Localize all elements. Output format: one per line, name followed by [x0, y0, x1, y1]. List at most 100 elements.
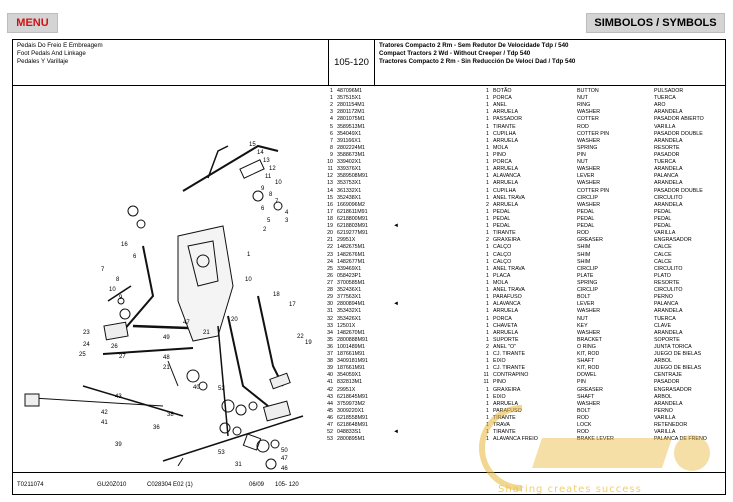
part-number: 339469X1	[337, 265, 362, 272]
part-desc-pt: PARAFUSO	[493, 407, 522, 414]
part-quantity: 1	[486, 137, 489, 144]
svg-text:5: 5	[267, 218, 271, 224]
part-desc-en: SHIM	[577, 258, 591, 265]
part-desc-pt: PARAFUSO	[493, 294, 522, 301]
part-index: 29	[327, 294, 333, 301]
part-desc-en: PEDAL	[577, 215, 595, 222]
part-desc-es: PALANCA	[654, 173, 679, 180]
part-quantity: 1	[486, 308, 489, 315]
part-quantity: 1	[486, 329, 489, 336]
part-quantity: 1	[486, 123, 489, 130]
part-quantity: 1	[486, 315, 489, 322]
svg-text:16: 16	[121, 242, 128, 248]
part-desc-es: PASADOR DOUBLE	[654, 187, 703, 194]
part-desc-es: ARANDELA	[654, 166, 683, 173]
part-number: 058423P1	[337, 272, 362, 279]
part-desc-es: ENGRASADOR	[654, 386, 692, 393]
part-quantity: 1	[486, 208, 489, 215]
part-desc-en: NUT	[577, 159, 588, 166]
part-quantity: 1	[486, 287, 489, 294]
part-index: 20	[327, 230, 333, 237]
part-desc-es: PEDAL	[654, 223, 672, 230]
svg-text:8: 8	[116, 277, 120, 283]
part-quantity: 1	[486, 365, 489, 372]
parts-sheet: Pedais Do Freio E Embreagem Foot Pedals …	[12, 39, 726, 502]
part-desc-es: JUNTA TORICA	[654, 343, 692, 350]
svg-text:11: 11	[265, 174, 272, 180]
part-index: 32	[327, 315, 333, 322]
menu-button[interactable]: MENU	[7, 13, 58, 33]
part-desc-es: ENGRASADOR	[654, 237, 692, 244]
footer-page: 105- 120	[275, 482, 299, 488]
part-desc-en: SPRING	[577, 279, 598, 286]
part-desc-pt: PLACA	[493, 272, 511, 279]
part-index: 30	[327, 301, 333, 308]
svg-text:15: 15	[249, 142, 256, 148]
part-number: 3589513M1	[337, 123, 365, 130]
part-desc-es: VARILLA	[654, 230, 676, 237]
part-desc-en: LOCK	[577, 422, 592, 429]
part-desc-en: BUTTON	[577, 88, 599, 94]
part-quantity: 1	[486, 180, 489, 187]
part-desc-pt: CJ. TIRANTE	[493, 351, 525, 358]
symbols-button[interactable]: SIMBOLOS / SYMBOLS	[586, 13, 725, 33]
part-index: 13	[327, 180, 333, 187]
svg-text:20: 20	[231, 317, 238, 323]
svg-text:10: 10	[245, 277, 252, 283]
svg-text:10: 10	[275, 180, 282, 186]
part-desc-es: RESORTE	[654, 144, 680, 151]
part-quantity: 1	[486, 336, 489, 343]
part-desc-pt: PINO	[493, 151, 506, 158]
part-quantity: 1	[486, 130, 489, 137]
section-title-block: Pedais Do Freio E Embreagem Foot Pedals …	[13, 40, 329, 86]
part-desc-pt: ARRUELA	[493, 329, 519, 336]
part-index: 1	[330, 88, 333, 94]
part-number: 1482675M1	[337, 244, 365, 251]
part-desc-pt: PORCA	[493, 159, 512, 166]
svg-text:13: 13	[263, 158, 270, 164]
part-desc-es: RESORTE	[654, 279, 680, 286]
change-marker: ◄	[393, 301, 399, 308]
svg-text:1: 1	[247, 252, 251, 258]
part-desc-pt: SUPORTE	[493, 336, 519, 343]
svg-text:18: 18	[273, 292, 280, 298]
part-quantity: 1	[486, 301, 489, 308]
part-desc-en: DOWEL	[577, 372, 597, 379]
svg-text:52: 52	[218, 386, 225, 392]
part-desc-pt: TIRANTE	[493, 415, 516, 422]
svg-text:4: 4	[285, 210, 289, 216]
part-desc-en: SHAFT	[577, 358, 595, 365]
part-index: 9	[330, 151, 333, 158]
part-desc-en: GREASER	[577, 386, 603, 393]
part-number: 3409181M91	[337, 358, 368, 365]
part-desc-en: WASHER	[577, 137, 601, 144]
part-number: 832813M1	[337, 379, 363, 386]
svg-text:14: 14	[257, 150, 264, 156]
part-desc-es: PLATO	[654, 272, 671, 279]
part-quantity: 1	[486, 251, 489, 258]
part-index: 52	[327, 429, 333, 436]
part-index: 33	[327, 322, 333, 329]
part-quantity: 1	[486, 244, 489, 251]
part-desc-en: SHAFT	[577, 393, 595, 400]
part-desc-pt: MOLA	[493, 144, 509, 151]
part-desc-es: ARANDELA	[654, 308, 683, 315]
part-number: 3700585M1	[337, 279, 365, 286]
part-desc-es: CLAVE	[654, 322, 671, 329]
part-desc-pt: MOLA	[493, 279, 509, 286]
svg-text:43: 43	[115, 394, 122, 400]
part-desc-es: PULSADOR	[654, 88, 684, 94]
part-desc-en: NUT	[577, 315, 588, 322]
